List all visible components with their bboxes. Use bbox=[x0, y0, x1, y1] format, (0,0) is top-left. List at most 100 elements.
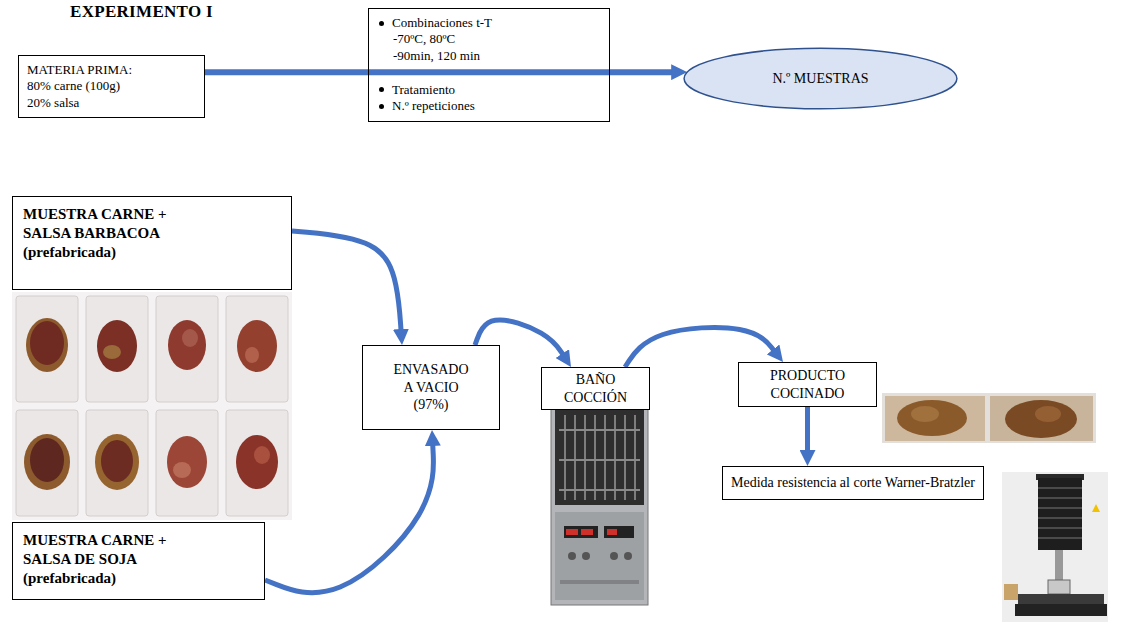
bullet-dot bbox=[379, 21, 384, 26]
cooking-bath-photo-part bbox=[555, 512, 644, 600]
node-text: PRODUCTO COCINADO bbox=[770, 368, 845, 401]
text-line: BAÑO COCCIÓN bbox=[556, 371, 636, 406]
cooking-bath-photo-part bbox=[564, 526, 598, 538]
meat-samples-photo-part bbox=[26, 318, 68, 372]
cooked-product-photo bbox=[882, 393, 1096, 443]
node-text: -70ºC, 80ºC bbox=[393, 31, 455, 46]
meat-samples-photo-part bbox=[16, 410, 78, 516]
cooking-bath-photo-part bbox=[566, 529, 578, 535]
node-text: 20% salsa bbox=[27, 95, 79, 110]
input-box: MATERIA PRIMA:80% carne (100g)20% salsa bbox=[18, 55, 205, 118]
cooking-bath-photo-part bbox=[604, 415, 606, 500]
cooked-product-photo-part bbox=[897, 400, 967, 436]
meat-samples-photo-part bbox=[254, 446, 270, 464]
sample-box: MUESTRA CARNE + SALSA DE SOJA (prefabric… bbox=[12, 522, 265, 600]
texture-analyser-photo bbox=[1002, 472, 1108, 622]
flow-arrow bbox=[205, 69, 674, 75]
cooking-bath-photo-part bbox=[574, 415, 576, 500]
meat-samples-photo-part bbox=[236, 435, 278, 489]
text-line: MUESTRA CARNE + SALSA DE SOJA (prefabric… bbox=[23, 531, 193, 587]
diagram-title: EXPERIMENTO I bbox=[70, 2, 213, 22]
node-text: N.º repeticiones bbox=[392, 98, 475, 113]
node-text: BAÑO COCCIÓN bbox=[564, 372, 627, 405]
meat-samples-photo-part bbox=[156, 296, 218, 402]
cooked-product-photo-part bbox=[885, 396, 985, 441]
process-box: BAÑO COCCIÓN bbox=[541, 367, 650, 410]
node-text: Combinaciones t-T bbox=[392, 15, 492, 30]
cooking-bath-photo-part bbox=[624, 415, 626, 500]
cooked-product-photo-part bbox=[1035, 406, 1061, 422]
texture-analyser-photo-part bbox=[1002, 472, 1108, 622]
cooking-bath-photo-part bbox=[581, 529, 593, 535]
cooking-bath-photo-part bbox=[551, 405, 648, 605]
meat-samples-photo-part bbox=[156, 410, 218, 516]
texture-analyser-photo-part bbox=[1004, 584, 1018, 600]
cooked-product-photo-part bbox=[990, 396, 1093, 441]
text-line: N.º repeticiones bbox=[379, 98, 599, 114]
meat-samples-photo-part bbox=[30, 321, 64, 365]
cooking-bath-photo-part bbox=[559, 429, 640, 431]
text-line: ENVASADO A VACIO (97%) bbox=[388, 361, 474, 414]
meat-samples-photo-part bbox=[95, 434, 139, 490]
node-text: N.º MUESTRAS bbox=[772, 71, 868, 86]
meat-samples-photo-part bbox=[173, 462, 191, 478]
bullet-dot bbox=[379, 87, 384, 92]
cooking-bath-photo-part bbox=[559, 489, 640, 491]
ellipse-shape bbox=[684, 48, 957, 108]
process-box: PRODUCTO COCINADO bbox=[738, 362, 877, 407]
result-ellipse: N.º MUESTRAS bbox=[683, 47, 958, 110]
texture-analyser-photo-part bbox=[1038, 487, 1082, 489]
text-line: MUESTRA CARNE + SALSA BARBACOA (prefabri… bbox=[23, 205, 193, 261]
cooking-bath-photo-part bbox=[614, 415, 616, 500]
node-text: MUESTRA CARNE + SALSA BARBACOA (prefabri… bbox=[23, 206, 167, 260]
cooking-bath-photo-part bbox=[584, 415, 586, 500]
process-box: ENVASADO A VACIO (97%) bbox=[362, 345, 500, 430]
meat-samples-photo-part bbox=[101, 440, 133, 482]
cooked-product-photo-part bbox=[1005, 400, 1077, 438]
texture-analyser-photo-part bbox=[1038, 478, 1082, 550]
sample-box: MUESTRA CARNE + SALSA BARBACOA (prefabri… bbox=[12, 196, 292, 290]
texture-analyser-photo-part bbox=[1015, 604, 1107, 616]
meat-samples-photo-part bbox=[245, 347, 259, 363]
meat-samples-photo-part bbox=[103, 345, 121, 359]
texture-analyser-photo-part bbox=[1048, 580, 1070, 594]
meat-samples-photo bbox=[12, 292, 292, 520]
flow-arrow bbox=[265, 443, 433, 593]
cooking-bath-photo bbox=[551, 405, 648, 605]
cooking-bath-photo-part bbox=[568, 552, 576, 560]
texture-analyser-photo-part bbox=[1038, 497, 1082, 499]
text-line: Medida resistencia al corte Warner-Bratz… bbox=[731, 474, 975, 492]
cooking-bath-photo-part bbox=[559, 459, 640, 461]
node-text: MUESTRA CARNE + SALSA DE SOJA (prefabric… bbox=[23, 532, 167, 586]
text-line: 80% carne (100g) bbox=[27, 78, 196, 94]
texture-analyser-photo-part bbox=[1055, 550, 1063, 580]
text-line: -90min, 120 min bbox=[379, 48, 599, 64]
cooking-bath-photo-part bbox=[594, 415, 596, 500]
text-line: PRODUCTO COCINADO bbox=[745, 367, 870, 402]
parameters-box: Combinaciones t-T-70ºC, 80ºC -90min, 120 … bbox=[368, 8, 610, 122]
texture-analyser-photo-part bbox=[1038, 517, 1082, 519]
meat-samples-photo-part bbox=[237, 320, 277, 372]
node-text: MATERIA PRIMA: bbox=[27, 62, 132, 77]
cooking-bath-photo-part bbox=[624, 552, 632, 560]
cooked-product-photo-part bbox=[911, 406, 939, 422]
measurement-box: Medida resistencia al corte Warner-Bratz… bbox=[722, 466, 984, 500]
meat-samples-photo-part bbox=[86, 410, 148, 516]
cooking-bath-photo-part bbox=[582, 552, 590, 560]
meat-samples-photo-part bbox=[16, 296, 78, 402]
text-line: 20% salsa bbox=[27, 95, 196, 111]
texture-analyser-photo-part bbox=[1038, 537, 1082, 539]
node-text: Tratamiento bbox=[392, 82, 455, 97]
text-line: N.º MUESTRAS bbox=[772, 70, 868, 88]
cooking-bath-photo-part bbox=[610, 552, 618, 560]
cooking-bath-photo-part bbox=[607, 529, 617, 535]
meat-samples-photo-part bbox=[226, 296, 288, 402]
node-text: ENVASADO A VACIO (97%) bbox=[393, 362, 468, 412]
texture-analyser-photo-part bbox=[1038, 527, 1082, 529]
flow-arrow bbox=[292, 231, 401, 332]
meat-samples-photo-part bbox=[86, 296, 148, 402]
cooking-bath-photo-part bbox=[604, 526, 634, 538]
text-line: Tratamiento bbox=[379, 82, 599, 98]
text-line: Combinaciones t-T bbox=[379, 15, 599, 31]
meat-samples-photo-part bbox=[30, 438, 64, 482]
